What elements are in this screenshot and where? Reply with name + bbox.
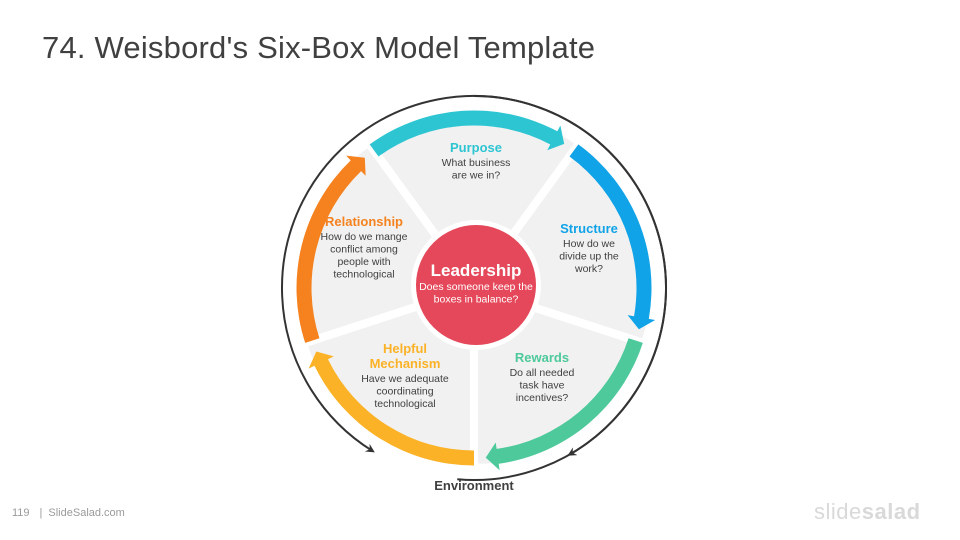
arrow-purpose (369, 110, 565, 157)
rewards-desc: Do all needed (510, 367, 575, 379)
leadership-desc: Does someone keep the (419, 281, 533, 293)
purpose-desc: are we in? (452, 170, 501, 182)
relationship-desc: How do we mange (321, 231, 408, 243)
purpose-desc: What business (442, 157, 511, 169)
page-number: 119 (12, 507, 30, 519)
relationship-title: Relationship (325, 214, 403, 229)
structure-desc: divide up the (559, 251, 619, 263)
environment-label: Environment (434, 478, 514, 493)
footer: 119 | SlideSalad.com (12, 507, 125, 519)
rewards-desc: task have (520, 380, 565, 392)
relationship-desc: technological (333, 269, 394, 281)
arrow-rewards (485, 338, 643, 471)
brand-logo-light: slide (814, 499, 862, 524)
arrow-relationship (296, 155, 366, 343)
arrow-structure (569, 144, 656, 330)
leadership-desc: boxes in balance? (434, 294, 519, 306)
footer-separator: | (39, 507, 43, 519)
helpful-mechanism-title: Mechanism (370, 356, 441, 371)
rewards-title: Rewards (515, 350, 569, 365)
helpful-mechanism-desc: coordinating (376, 386, 433, 398)
leadership-title: Leadership (431, 261, 522, 280)
environment-ring-right (473, 95, 667, 456)
page-title: 74. Weisbord's Six-Box Model Template (42, 30, 596, 65)
source-credit: SlideSalad.com (48, 507, 125, 519)
helpful-mechanism-desc: Have we adequate (361, 373, 449, 385)
sector-helpful-mechanism (308, 293, 470, 464)
helpful-mechanism-desc: technological (374, 398, 435, 410)
helpful-mechanism-title: Helpful (383, 341, 427, 356)
sector-purpose (374, 110, 574, 281)
relationship-desc: people with (337, 256, 390, 268)
structure-desc: How do we (563, 238, 615, 250)
structure-desc: work? (574, 263, 603, 275)
structure-title: Structure (560, 221, 618, 236)
center-circle (416, 225, 536, 345)
relationship-desc: conflict among (330, 244, 398, 256)
rewards-desc: incentives? (516, 392, 569, 404)
brand-logo-bold: salad (861, 499, 921, 524)
sector-rewards (478, 293, 640, 464)
purpose-title: Purpose (450, 140, 502, 155)
arrow-helpful-mechanism (308, 351, 474, 466)
brand-logo: slidesalad (814, 499, 921, 525)
